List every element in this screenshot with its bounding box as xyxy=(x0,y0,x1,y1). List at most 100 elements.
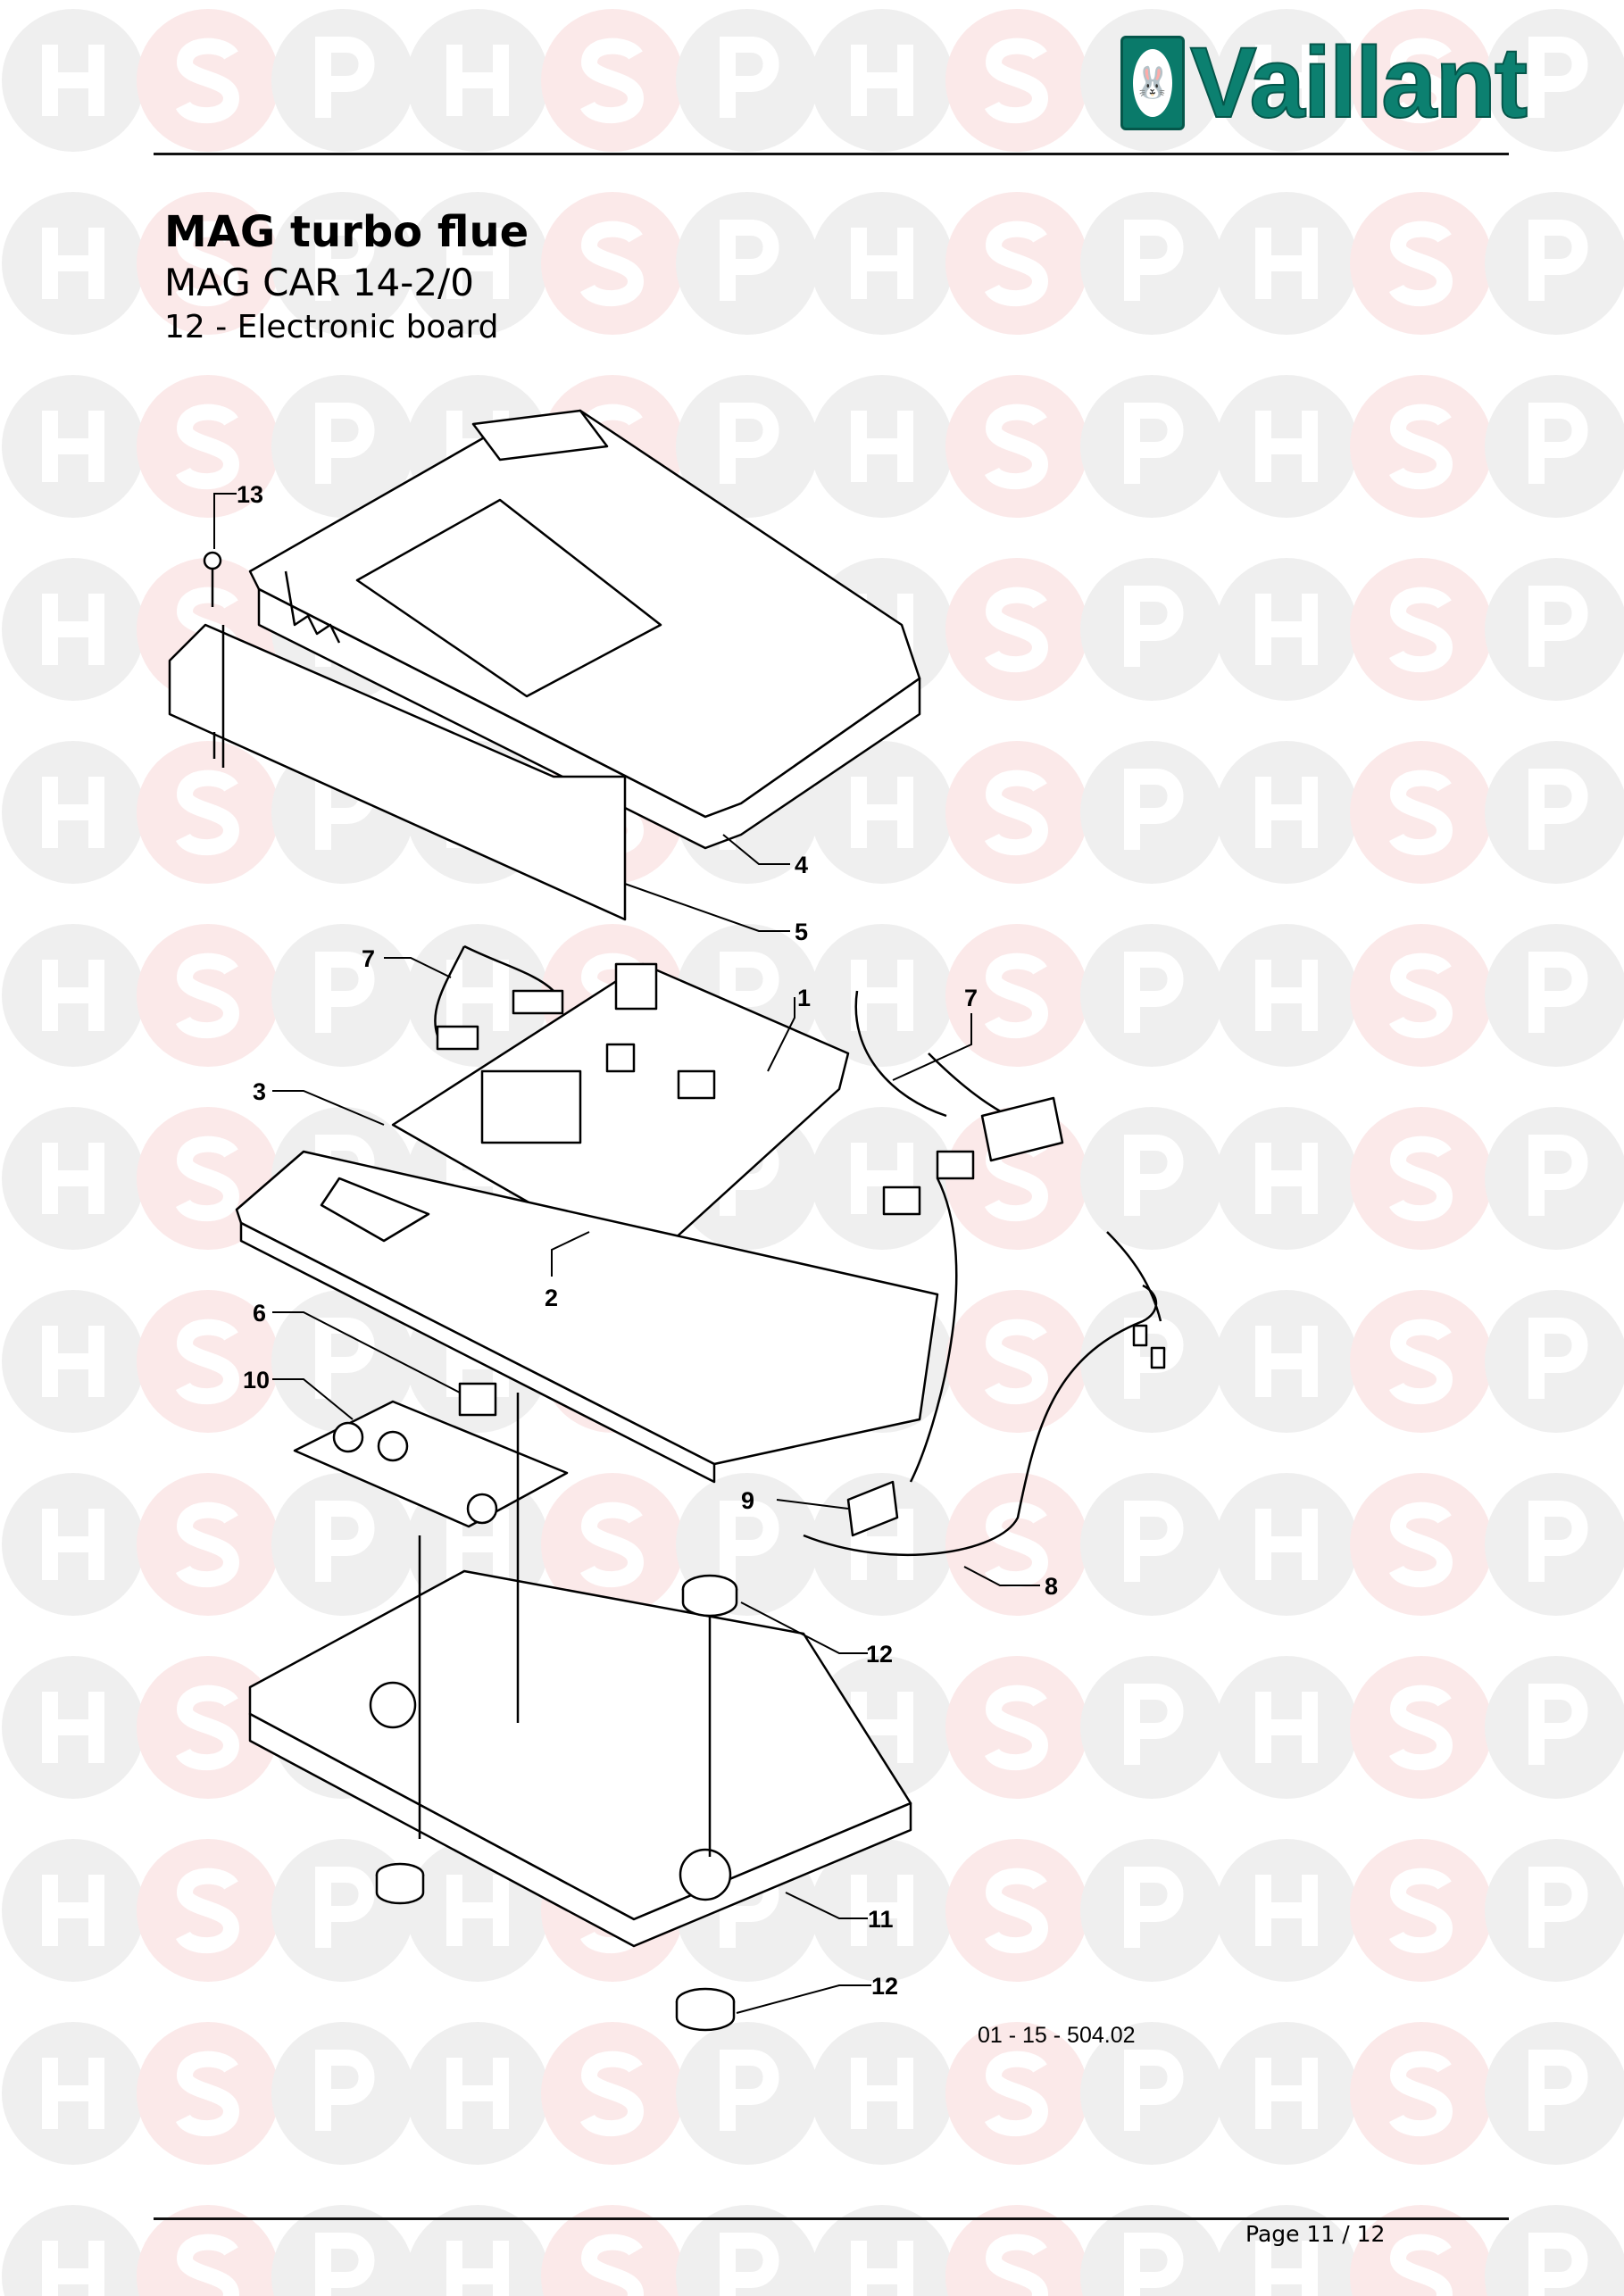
watermark-p-circle xyxy=(1485,9,1624,152)
part-1-pcb xyxy=(391,962,850,1269)
watermark-letter-shape xyxy=(1255,2058,1318,2129)
watermark-letter-shape xyxy=(1388,769,1453,856)
watermark-h-circle xyxy=(2,2022,145,2165)
watermark-s-circle xyxy=(945,741,1088,884)
watermark-h-circle xyxy=(1215,1473,1358,1616)
watermark-letter-shape xyxy=(1528,2233,1588,2296)
callout-5: 5 xyxy=(795,919,808,945)
watermark-s-circle xyxy=(137,2022,279,2165)
watermark-h-circle xyxy=(406,192,549,335)
watermark-letter-shape xyxy=(315,1867,375,1948)
watermark-letter-shape xyxy=(984,953,1049,1039)
watermark-h-circle xyxy=(2,375,145,518)
watermark-letter-shape xyxy=(1388,403,1453,490)
watermark-letter-shape xyxy=(1388,1685,1453,1771)
watermark-letter-shape xyxy=(984,37,1049,124)
watermark-letter-shape xyxy=(984,1685,1049,1771)
watermark-h-circle xyxy=(2,741,145,884)
watermark-letter-shape xyxy=(446,45,509,116)
watermark-letter-shape xyxy=(1124,586,1184,667)
part-3-tray xyxy=(235,1150,939,1484)
watermark-s-circle xyxy=(137,375,279,518)
watermark-s-circle xyxy=(1350,2022,1493,2165)
watermark-letter-shape xyxy=(1528,1318,1588,1399)
watermark-letter-shape xyxy=(1124,403,1184,484)
watermark-s-circle xyxy=(137,1290,279,1433)
watermark-letter-shape xyxy=(720,2050,779,2131)
callout-12-top: 12 xyxy=(866,1641,893,1668)
section-name: 12 - Electronic board xyxy=(164,309,499,345)
watermark-letter-shape xyxy=(984,1868,1049,1954)
watermark-letter-shape xyxy=(1124,220,1184,301)
watermark-s-circle xyxy=(541,9,684,152)
watermark-letter-shape xyxy=(1528,220,1588,301)
watermark-letter-shape xyxy=(984,2051,1049,2137)
header-rule xyxy=(154,153,1509,155)
watermark-h-circle xyxy=(1215,2205,1358,2296)
watermark-s-circle xyxy=(945,375,1088,518)
watermark-letter-shape xyxy=(315,952,375,1033)
watermark-h-circle xyxy=(1215,192,1358,335)
watermark-s-circle xyxy=(137,1656,279,1799)
watermark-s-circle xyxy=(137,9,279,152)
part-8-cables xyxy=(803,1177,1166,1556)
watermark-letter-shape xyxy=(315,2233,375,2296)
watermark-letter-shape xyxy=(315,37,375,118)
watermark-s-circle xyxy=(945,2205,1088,2296)
watermark-p-circle xyxy=(1080,2205,1223,2296)
watermark-letter-shape xyxy=(42,594,104,665)
callout-8: 8 xyxy=(1045,1573,1058,1600)
callout-10: 10 xyxy=(243,1367,270,1393)
watermark-letter-shape xyxy=(175,220,240,307)
watermark-letter-shape xyxy=(42,2058,104,2129)
watermark-h-circle xyxy=(811,741,954,884)
watermark-letter-shape xyxy=(580,2234,645,2296)
watermark-s-circle xyxy=(945,558,1088,701)
vaillant-logo: 🐰 Vaillant xyxy=(1120,32,1528,134)
watermark-letter-shape xyxy=(1528,952,1588,1033)
watermark-s-circle xyxy=(137,741,279,884)
watermark-p-circle xyxy=(1485,192,1624,335)
watermark-letter-shape xyxy=(984,1502,1049,1588)
page-number: Page 11 / 12 xyxy=(1245,2221,1386,2247)
drawing-code: 01 - 15 - 504.02 xyxy=(978,2023,1136,2048)
watermark-p-circle xyxy=(1485,375,1624,518)
part-4-cover xyxy=(248,409,921,850)
watermark-h-circle xyxy=(2,1290,145,1433)
watermark-h-circle xyxy=(811,192,954,335)
watermark-letter-shape xyxy=(42,1326,104,1397)
watermark-h-circle xyxy=(1215,2022,1358,2165)
watermark-letter-shape xyxy=(175,37,240,124)
callout-6: 6 xyxy=(253,1300,266,1327)
callout-2: 2 xyxy=(545,1285,558,1311)
watermark-h-circle xyxy=(2,1656,145,1799)
watermark-p-circle xyxy=(1080,375,1223,518)
watermark-letter-shape xyxy=(1255,1326,1318,1397)
watermark-letter-shape xyxy=(42,960,104,1031)
watermark-letter-shape xyxy=(720,403,779,484)
watermark-s-circle xyxy=(1350,192,1493,335)
watermark-p-circle xyxy=(1080,1656,1223,1799)
watermark-letter-shape xyxy=(984,769,1049,856)
watermark-s-circle xyxy=(945,1839,1088,1982)
watermark-letter-shape xyxy=(1388,1319,1453,1405)
watermark-letter-shape xyxy=(42,1875,104,1946)
watermark-p-circle xyxy=(676,192,819,335)
watermark-letter-shape xyxy=(1388,953,1453,1039)
watermark-p-circle xyxy=(271,375,414,518)
watermark-letter-shape xyxy=(984,586,1049,673)
watermark-h-circle xyxy=(1215,741,1358,884)
watermark-s-circle xyxy=(945,1290,1088,1433)
watermark-letter-shape xyxy=(42,1143,104,1214)
watermark-p-circle xyxy=(271,9,414,152)
watermark-letter-shape xyxy=(1388,586,1453,673)
watermark-h-circle xyxy=(406,2022,549,2165)
watermark-letter-shape xyxy=(1388,2051,1453,2137)
hare-emblem-icon: 🐰 xyxy=(1120,36,1185,130)
watermark-letter-shape xyxy=(984,220,1049,307)
watermark-letter-shape xyxy=(1124,1501,1184,1582)
part-10-control-pcb xyxy=(293,1400,569,1528)
watermark-letter-shape xyxy=(1124,952,1184,1033)
callout-7-left: 7 xyxy=(362,945,375,972)
watermark-letter-shape xyxy=(1528,769,1588,850)
